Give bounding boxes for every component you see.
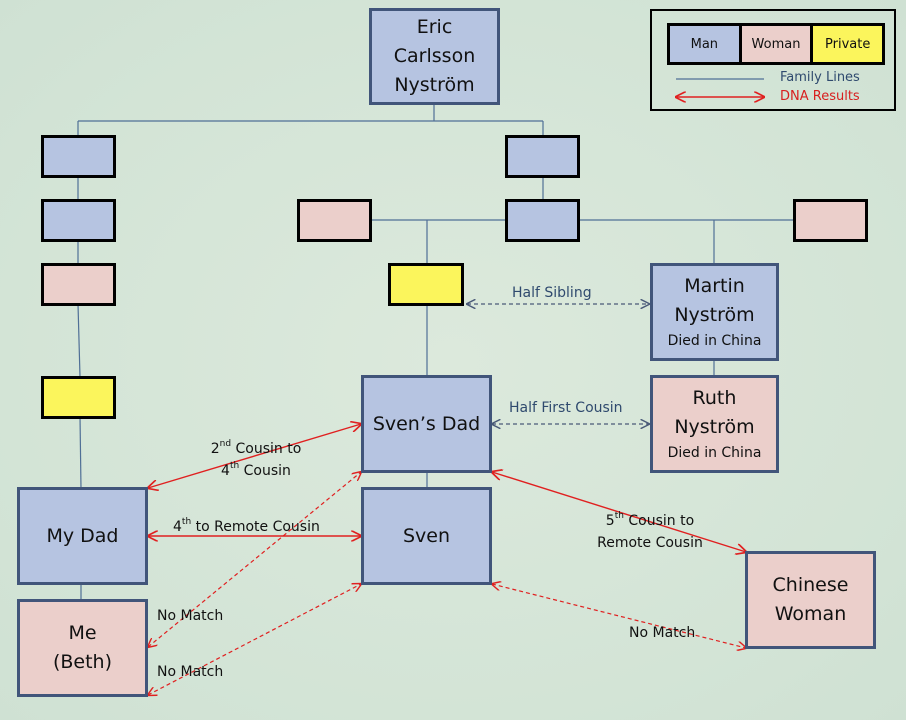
legend-family-lines-label: Family Lines [780, 70, 860, 85]
legend-man: Man [670, 26, 739, 62]
legend: Man Woman Private Family Lines DNA Resul… [650, 9, 896, 111]
label-text: to Remote Cousin [191, 519, 320, 535]
person-name-line: Chinese [772, 574, 849, 596]
unnamed-woman-box[interactable] [41, 263, 116, 306]
legend-private: Private [810, 26, 883, 62]
person-ruth-nystrom[interactable]: Ruth Nyström Died in China [650, 375, 779, 473]
label-no-match-sven-chinese: No Match [629, 625, 696, 641]
legend-woman: Woman [738, 26, 811, 62]
label-ordinal: th [181, 517, 192, 527]
private-person-box[interactable] [388, 263, 464, 306]
person-name-line: Me [68, 622, 97, 644]
person-note: Died in China [667, 445, 762, 461]
person-name: Sven [402, 524, 451, 547]
label-number: 2 [210, 441, 220, 457]
unnamed-man-box[interactable] [41, 135, 116, 178]
person-name-line: Martin [684, 275, 745, 297]
person-name-line: Eric [416, 16, 453, 38]
label-5th-to-remote-cousin: 5th Cousin to Remote Cousin [590, 510, 710, 554]
person-name-line: Nyström [674, 304, 755, 326]
label-number: 5 [605, 513, 615, 529]
dna-arrow-svensdad-chinese [492, 472, 746, 552]
person-me-beth[interactable]: Me (Beth) [17, 599, 148, 697]
person-name-line: (Beth) [52, 651, 113, 673]
person-name-line: Ruth [692, 387, 737, 409]
label-2nd-to-4th-cousin: 2nd Cousin to 4th Cousin [196, 438, 316, 482]
person-name-line: Nyström [394, 74, 475, 96]
label-no-match-me-sven: No Match [157, 664, 224, 680]
label-number: 4 [173, 519, 182, 535]
person-eric-carlsson-nystrom[interactable]: Eric Carlsson Nyström [369, 8, 500, 105]
person-name-line: Nyström [674, 416, 755, 438]
label-ordinal: th [229, 461, 240, 471]
legend-line-samples [672, 78, 772, 107]
person-name-line: Carlsson [393, 45, 476, 67]
person-note: Died in China [667, 333, 762, 349]
private-person-box[interactable] [41, 376, 116, 419]
person-chinese-woman[interactable]: Chinese Woman [745, 551, 876, 649]
label-half-first-cousin: Half First Cousin [509, 400, 623, 416]
label-half-sibling: Half Sibling [512, 285, 592, 301]
person-name-line: Woman [774, 603, 847, 625]
unnamed-man-box[interactable] [505, 199, 580, 242]
person-name: My Dad [46, 524, 119, 547]
family-line [77, 303, 81, 378]
family-lines [77, 104, 794, 601]
person-svens-dad[interactable]: Sven’s Dad [361, 375, 492, 473]
person-sven[interactable]: Sven [361, 487, 492, 585]
legend-dna-results-label: DNA Results [780, 89, 860, 104]
no-match-arrow-me-sven [148, 584, 361, 695]
label-ordinal: nd [219, 439, 232, 449]
label-no-match-me-svensdad: No Match [157, 608, 224, 624]
label-text: Cousin to [231, 441, 302, 457]
person-name: Sven’s Dad [372, 412, 481, 435]
label-text: Remote Cousin [597, 535, 703, 551]
no-match-arrow-sven-chinese [492, 584, 746, 648]
legend-color-key: Man Woman Private [667, 23, 885, 65]
family-line [79, 415, 82, 490]
unnamed-man-box[interactable] [505, 135, 580, 178]
label-text: Cousin [239, 463, 291, 479]
label-ordinal: th [614, 511, 624, 521]
unnamed-woman-box[interactable] [793, 199, 868, 242]
label-number: 4 [221, 463, 230, 479]
unnamed-man-box[interactable] [41, 199, 116, 242]
unnamed-woman-box[interactable] [297, 199, 372, 242]
person-martin-nystrom[interactable]: Martin Nyström Died in China [650, 263, 779, 361]
label-text: Cousin to [623, 513, 695, 529]
label-4th-to-remote-cousin: 4th to Remote Cousin [173, 516, 320, 538]
person-my-dad[interactable]: My Dad [17, 487, 148, 585]
